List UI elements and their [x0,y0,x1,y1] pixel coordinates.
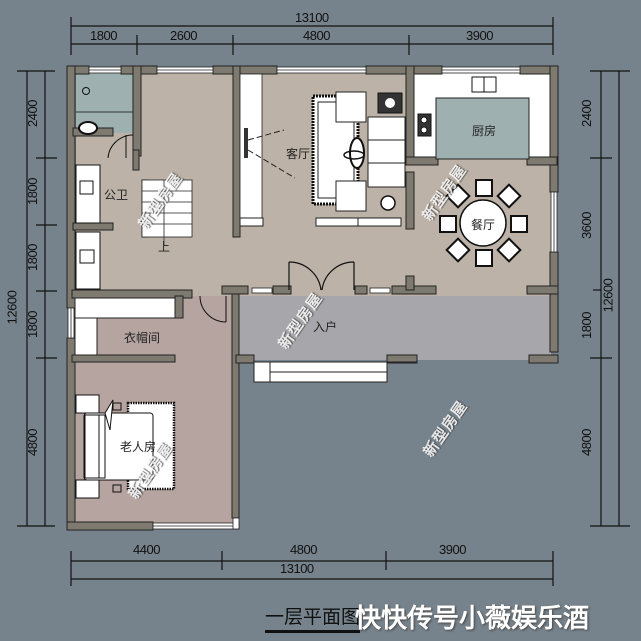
bedroom-furniture [75,394,176,499]
closet-door-swing [199,295,227,323]
dim-left-total: 12600 [4,290,20,325]
dim-top-seg-2: 2600 [170,28,197,43]
entry-steps [253,361,417,383]
dim-bottom-total: 13100 [280,561,314,576]
dim-right-seg-1: 2400 [578,100,594,127]
windows [67,66,558,530]
dim-left-seg-1: 2400 [24,100,40,127]
plan-title: 一层平面图 [265,602,361,633]
living-room-furniture [239,73,406,227]
bathroom-door-swing [107,134,134,159]
room-label-closet: 衣帽间 [124,331,161,345]
closet-cabinets [74,297,176,356]
room-label-dining: 餐厅 [471,218,496,232]
dining-table-set [439,179,528,267]
bathroom-fixtures [75,87,133,290]
room-label-bathroom: 公卫 [104,188,129,202]
staircase [141,179,193,246]
dim-bottom-seg-1: 4400 [133,542,160,557]
room-label-kitchen: 厨房 [472,124,497,138]
dim-top-seg-1: 1800 [90,28,117,43]
entry-double-door [288,261,355,291]
dim-left-seg-5: 4800 [24,429,40,456]
dim-right-total: 12600 [600,278,616,313]
dim-right-seg-2: 3600 [578,212,594,239]
walls [66,65,559,531]
room-label-entry: 入户 [313,320,338,334]
dimension-lines [17,17,630,586]
dim-right-seg-4: 4800 [578,429,594,456]
dim-bottom-seg-3: 3900 [439,542,466,557]
room-label-stairs: 上 [158,240,171,254]
dim-bottom-seg-2: 4800 [290,542,317,557]
dim-top-seg-4: 3900 [466,28,493,43]
kitchen-fixtures [417,76,530,160]
room-label-elder-bedroom: 老人房 [120,440,157,454]
dim-top-total: 13100 [295,10,329,25]
room-label-living: 客厅 [286,147,311,161]
dim-left-seg-2: 1800 [24,178,40,205]
dim-left-seg-4: 1800 [24,311,40,338]
dim-right-seg-3: 1800 [578,312,594,339]
floor-entry-porch [236,296,550,360]
overlay-caption: 快快传号小薇娱乐酒 [355,604,590,634]
dim-left-seg-3: 1800 [24,244,40,271]
dim-top-seg-3: 4800 [303,28,330,43]
